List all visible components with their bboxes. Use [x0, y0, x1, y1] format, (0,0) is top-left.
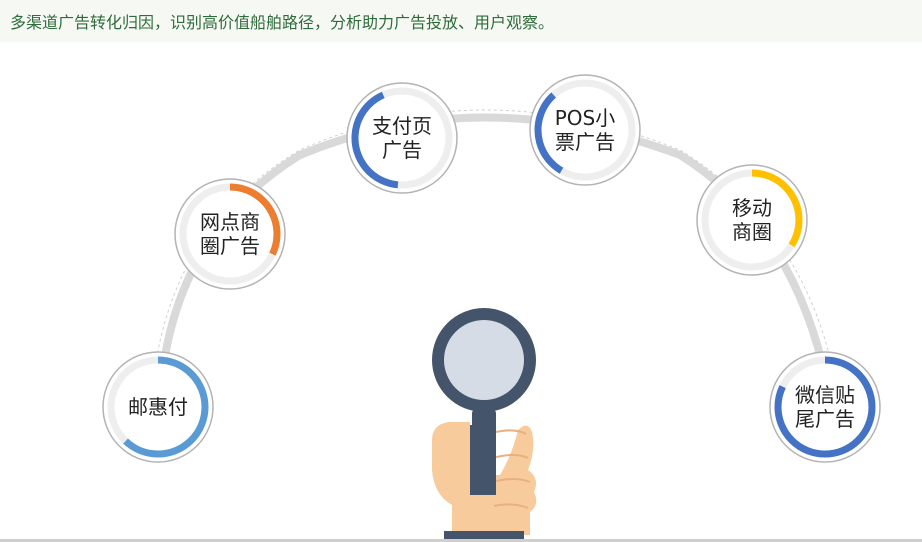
- node-progress-arc: [351, 87, 453, 189]
- node-label-line: 网点商: [200, 210, 260, 234]
- node-outer-ring: [346, 82, 458, 194]
- node-progress-arc: [179, 183, 281, 285]
- node-outer-ring: [696, 164, 808, 276]
- node-label-line: 广告: [382, 138, 422, 162]
- node-progress-arc: [534, 79, 636, 181]
- node-label-line: 移动: [732, 196, 772, 220]
- node-label-line: 支付页: [372, 114, 432, 138]
- node-outer-ring: [769, 351, 881, 463]
- node-progress-arc: [701, 169, 803, 271]
- node-label-line: 票广告: [555, 130, 615, 154]
- node-label-line: 尾广告: [795, 407, 855, 431]
- channel-node-youhuifu: 邮惠付: [102, 351, 214, 463]
- node-outer-ring: [529, 74, 641, 186]
- bottom-divider: [0, 539, 922, 542]
- header-description: 多渠道广告转化归因，识别高价值船舶路径，分析助力广告投放、用户观察。: [10, 13, 555, 32]
- node-progress-arc: [774, 356, 876, 458]
- node-progress-arc: [107, 356, 209, 458]
- header-bar: 多渠道广告转化归因，识别高价值船舶路径，分析助力广告投放、用户观察。: [0, 0, 922, 42]
- node-label-line: 微信贴: [795, 383, 855, 407]
- node-label-line: 圈广告: [200, 234, 260, 258]
- node-label-line: 邮惠付: [128, 395, 188, 419]
- node-label-line: POS小: [555, 106, 616, 130]
- node-label-line: 商圈: [732, 220, 772, 244]
- node-outer-ring: [174, 178, 286, 290]
- magnifier-in-hand-icon: [432, 308, 537, 539]
- node-outer-ring: [102, 351, 214, 463]
